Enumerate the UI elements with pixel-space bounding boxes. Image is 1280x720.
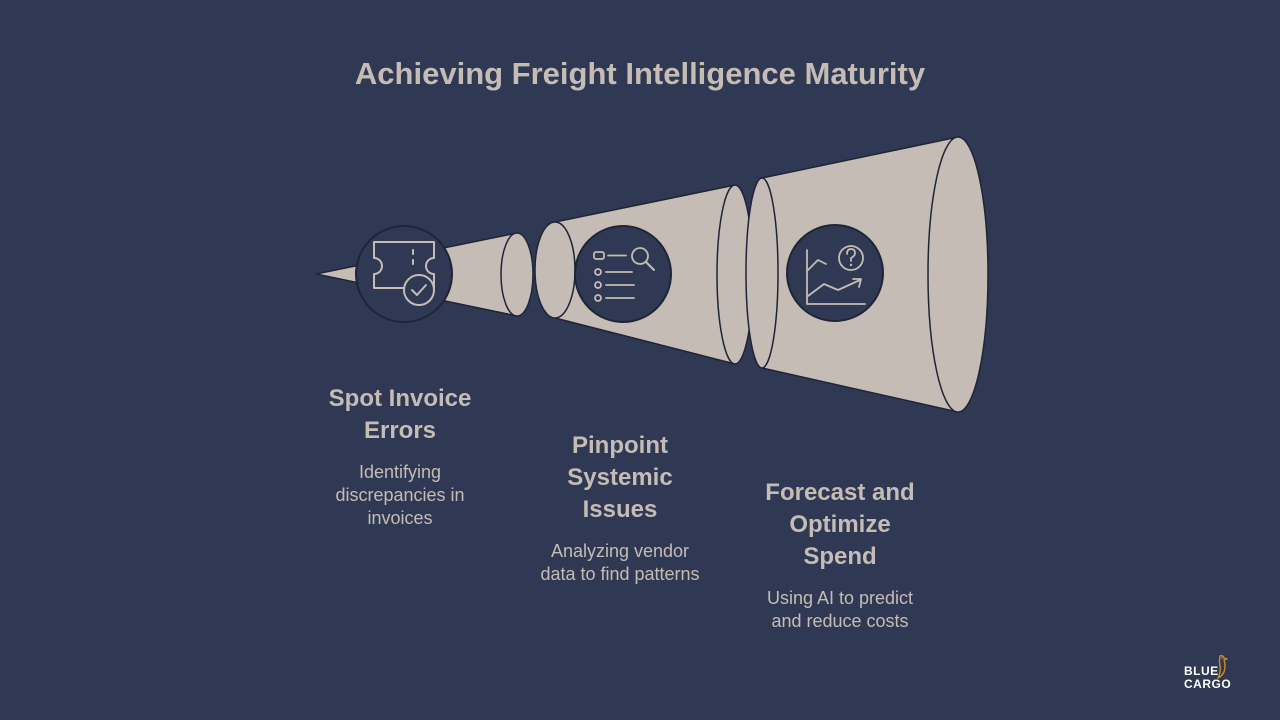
stage-title: Pinpoint Systemic Issues — [567, 432, 673, 523]
bird-icon — [1217, 655, 1228, 679]
logo-text-blue: BLUE — [1184, 664, 1219, 678]
stage-title: Spot Invoice Errors — [328, 385, 472, 444]
stage-description: Identifying discrepancies in invoices — [335, 462, 465, 528]
bluecargo-logo: BLUE CARGO — [1180, 655, 1240, 694]
stage-forecast-optimize-spend: Forecast and Optimize Spend Using AI to … — [740, 477, 940, 633]
ticket-check-icon — [355, 225, 453, 323]
page-title: Achieving Freight Intelligence Maturity — [354, 56, 926, 91]
chart-question-icon — [786, 224, 884, 322]
stage-description: Analyzing vendor data to find patterns — [540, 541, 700, 584]
stage-description: Using AI to predict and reduce costs — [766, 588, 914, 631]
list-search-icon — [574, 225, 672, 323]
stage-pinpoint-systemic-issues: Pinpoint Systemic Issues Analyzing vendo… — [520, 430, 720, 586]
stage-title: Forecast and Optimize Spend — [765, 479, 915, 570]
logo-text-cargo: CARGO — [1184, 677, 1232, 691]
stage-spot-invoice-errors: Spot Invoice Errors Identifying discrepa… — [300, 383, 500, 530]
